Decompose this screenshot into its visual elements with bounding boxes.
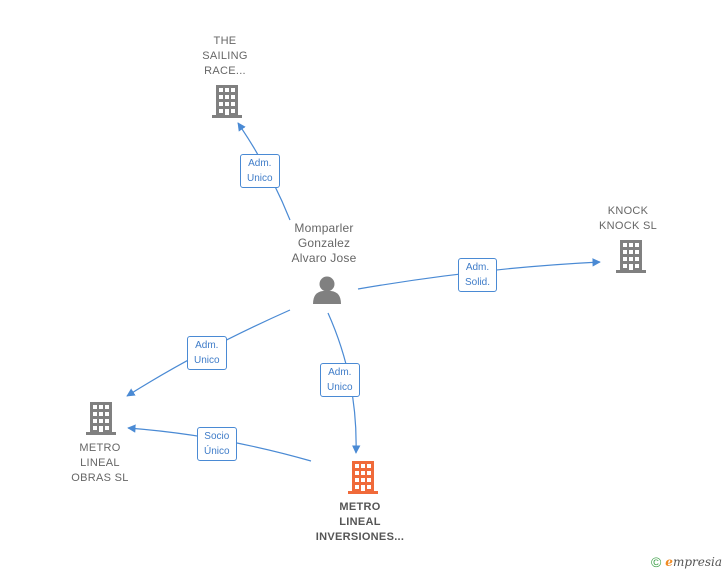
edge-label-adm-solid-knock: Adm. Solid. [458, 258, 498, 292]
node-label-the-sailing-race[interactable]: THE SAILING RACE... [202, 35, 248, 77]
edge-label-socio-unico: Socio Único [197, 427, 237, 461]
copyright-symbol: © [650, 554, 662, 570]
node-label-knock-knock-sl[interactable]: KNOCK KNOCK SL [598, 205, 658, 232]
building-icon[interactable] [348, 461, 378, 494]
building-icon[interactable] [86, 402, 116, 435]
building-icon[interactable] [616, 240, 646, 273]
person-icon[interactable] [313, 276, 341, 305]
edge-label-adm-unico-inversiones: Adm. Unico [320, 363, 360, 397]
node-label-metro-lineal-obras-sl[interactable]: METRO LINEAL OBRAS SL [71, 442, 129, 484]
node-label-person[interactable]: Momparler Gonzalez Alvaro Jose [291, 221, 357, 265]
building-icon[interactable] [212, 85, 242, 118]
brand-logo[interactable]: empresia [665, 555, 722, 569]
edge-label-adm-unico-obras: Adm. Unico [187, 336, 227, 370]
node-label-metro-lineal-inversiones[interactable]: METRO LINEAL INVERSIONES... [315, 501, 405, 543]
footer-brand: © empresia [651, 554, 722, 570]
edge-label-adm-unico-sailing: Adm. Unico [240, 154, 280, 188]
